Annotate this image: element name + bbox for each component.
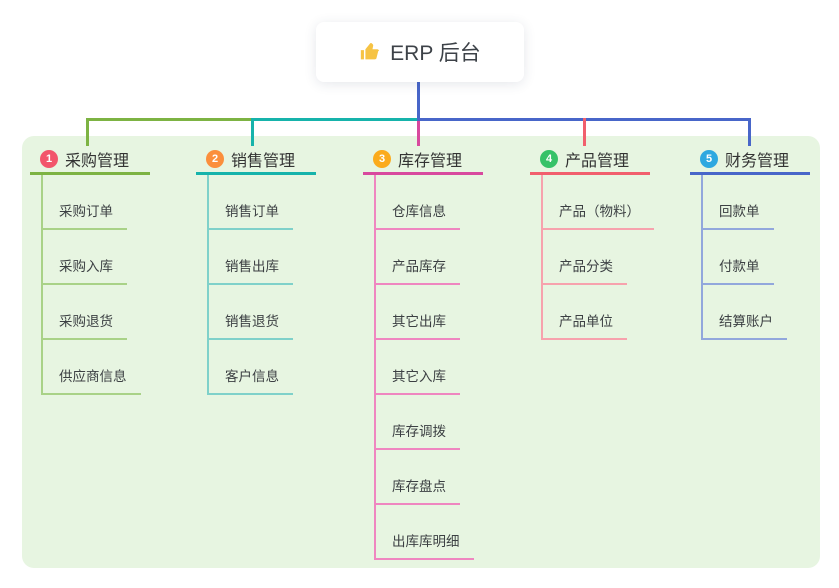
child-node[interactable]: 采购退货	[43, 285, 127, 340]
child-label: 库存调拨	[392, 424, 446, 439]
child-label: 产品（物料）	[559, 204, 640, 219]
child-label: 回款单	[719, 204, 760, 219]
branch-drop-line-finance	[748, 118, 751, 146]
branch-purchase: 1 采购管理 采购订单 采购入库 采购退货 供应商信息	[30, 145, 150, 395]
branch-label: 库存管理	[398, 152, 463, 170]
child-node[interactable]: 其它出库	[376, 285, 460, 340]
child-label: 供应商信息	[59, 369, 127, 384]
branch-header-sales[interactable]: 2 销售管理	[196, 145, 316, 175]
branch-finance: 5 财务管理 回款单 付款单 结算账户	[690, 145, 810, 340]
child-node[interactable]: 客户信息	[209, 340, 293, 395]
child-label: 销售出库	[225, 259, 279, 274]
child-node[interactable]: 销售订单	[209, 175, 293, 230]
child-label: 产品库存	[392, 259, 446, 274]
root-node[interactable]: ERP 后台	[316, 22, 524, 82]
child-node[interactable]: 产品单位	[543, 285, 627, 340]
child-node[interactable]: 销售退货	[209, 285, 293, 340]
branch-label: 采购管理	[65, 152, 130, 170]
badge-3: 3	[373, 149, 391, 168]
branch-sales: 2 销售管理 销售订单 销售出库 销售退货 客户信息	[196, 145, 316, 395]
branch-children: 产品（物料） 产品分类 产品单位	[541, 175, 654, 340]
child-label: 付款单	[719, 259, 760, 274]
child-label: 采购入库	[59, 259, 113, 274]
child-label: 出库库明细	[392, 534, 460, 549]
child-label: 客户信息	[225, 369, 279, 384]
child-node[interactable]: 产品分类	[543, 230, 627, 285]
child-label: 其它出库	[392, 314, 446, 329]
child-label: 采购退货	[59, 314, 113, 329]
branch-drop-line-purchase	[86, 118, 89, 146]
branch-children: 销售订单 销售出库 销售退货 客户信息	[207, 175, 293, 395]
branch-children: 回款单 付款单 结算账户	[701, 175, 787, 340]
child-node[interactable]: 采购订单	[43, 175, 127, 230]
branch-label: 产品管理	[565, 152, 630, 170]
branch-drop-line-product	[583, 118, 586, 146]
branch-label: 财务管理	[725, 152, 790, 170]
branch-drop-line-inventory	[417, 121, 420, 146]
child-node[interactable]: 其它入库	[376, 340, 460, 395]
child-node[interactable]: 库存盘点	[376, 450, 460, 505]
child-label: 仓库信息	[392, 204, 446, 219]
badge-5: 5	[700, 149, 718, 168]
child-node[interactable]: 结算账户	[703, 285, 787, 340]
child-label: 结算账户	[719, 314, 773, 329]
child-node[interactable]: 产品（物料）	[543, 175, 654, 230]
child-node[interactable]: 回款单	[703, 175, 774, 230]
branch-drop-line-sales	[251, 118, 254, 146]
child-node[interactable]: 库存调拨	[376, 395, 460, 450]
branch-inventory: 3 库存管理 仓库信息 产品库存 其它出库 其它入库 库存调拨 库存盘点 出库库…	[363, 145, 483, 560]
connector-segment-green	[86, 118, 252, 121]
child-label: 采购订单	[59, 204, 113, 219]
badge-4: 4	[540, 149, 558, 168]
child-label: 产品单位	[559, 314, 613, 329]
branch-header-finance[interactable]: 5 财务管理	[690, 145, 810, 175]
badge-2: 2	[206, 149, 224, 168]
child-node[interactable]: 供应商信息	[43, 340, 141, 395]
child-node[interactable]: 出库库明细	[376, 505, 474, 560]
child-label: 产品分类	[559, 259, 613, 274]
child-node[interactable]: 仓库信息	[376, 175, 460, 230]
child-label: 其它入库	[392, 369, 446, 384]
child-label: 销售订单	[225, 204, 279, 219]
branch-header-purchase[interactable]: 1 采购管理	[30, 145, 150, 175]
child-node[interactable]: 产品库存	[376, 230, 460, 285]
child-label: 销售退货	[225, 314, 279, 329]
child-node[interactable]: 销售出库	[209, 230, 293, 285]
root-connector-line	[417, 82, 420, 121]
connector-segment-teal	[251, 118, 419, 121]
child-node[interactable]: 付款单	[703, 230, 774, 285]
badge-1: 1	[40, 149, 58, 168]
root-label: ERP 后台	[390, 42, 481, 65]
branch-label: 销售管理	[231, 152, 296, 170]
branch-children: 采购订单 采购入库 采购退货 供应商信息	[41, 175, 141, 395]
child-label: 库存盘点	[392, 479, 446, 494]
branches-panel	[22, 136, 820, 568]
branch-header-product[interactable]: 4 产品管理	[530, 145, 650, 175]
child-node[interactable]: 采购入库	[43, 230, 127, 285]
branch-product: 4 产品管理 产品（物料） 产品分类 产品单位	[530, 145, 654, 340]
thumbs-up-icon	[361, 43, 380, 60]
branch-header-inventory[interactable]: 3 库存管理	[363, 145, 483, 175]
branch-children: 仓库信息 产品库存 其它出库 其它入库 库存调拨 库存盘点 出库库明细	[374, 175, 474, 560]
